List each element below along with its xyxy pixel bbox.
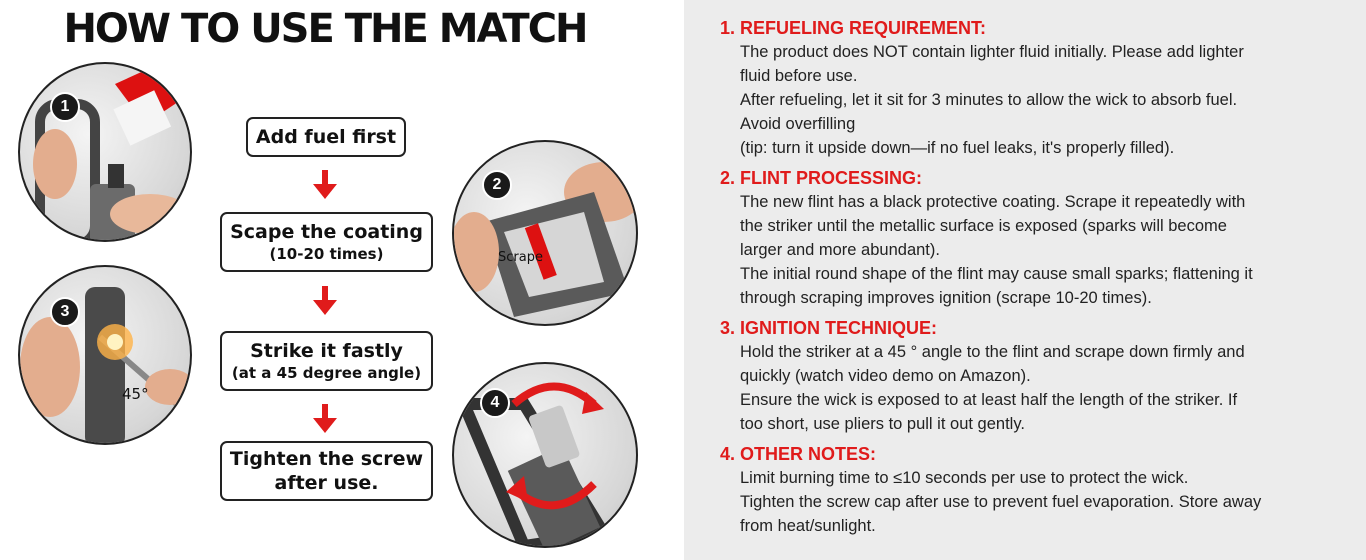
instructions-panel: HOW TO USE THE MATCH 1 2 Scrape bbox=[18, 6, 638, 548]
step-number-badge: 4 bbox=[480, 388, 510, 418]
note-line: through scraping improves ignition (scra… bbox=[740, 289, 1152, 307]
step-box-strike: Strike it fastly (at a 45 degree angle) bbox=[220, 331, 433, 391]
note-section-ignition: 3. IGNITION TECHNIQUE: Hold the striker … bbox=[720, 316, 1350, 436]
arrow-down-icon bbox=[313, 286, 337, 315]
scrape-label: Scrape bbox=[498, 250, 543, 265]
note-title: 4. OTHER NOTES: bbox=[720, 444, 877, 464]
note-line: Tighten the screw cap after use to preve… bbox=[740, 493, 1262, 511]
note-title: 3. IGNITION TECHNIQUE: bbox=[720, 318, 938, 338]
step-box-scrape: Scape the coating (10-20 times) bbox=[220, 212, 433, 272]
note-line: Ensure the wick is exposed to at least h… bbox=[740, 391, 1238, 409]
note-line: fluid before use. bbox=[740, 67, 858, 85]
note-section-other: 4. OTHER NOTES: Limit burning time to ≤1… bbox=[720, 442, 1350, 538]
note-section-flint: 2. FLINT PROCESSING: The new flint has a… bbox=[720, 166, 1350, 310]
note-line: quickly (watch video demo on Amazon). bbox=[740, 367, 1031, 385]
step-number-badge: 1 bbox=[50, 92, 80, 122]
lighter-screw-icon bbox=[454, 382, 614, 546]
lighter-scrape-icon bbox=[454, 162, 636, 317]
arrow-down-icon bbox=[313, 170, 337, 199]
photo-step-4: 4 bbox=[452, 362, 638, 548]
photo-step-3: 3 45° bbox=[18, 265, 192, 445]
note-line: Avoid overfilling bbox=[740, 115, 856, 133]
note-line: from heat/sunlight. bbox=[740, 517, 876, 535]
step-main-text: Strike it fastly bbox=[250, 340, 403, 362]
note-line: Hold the striker at a 45 ° angle to the … bbox=[740, 343, 1245, 361]
note-line: The initial round shape of the flint may… bbox=[740, 265, 1253, 283]
note-line: (tip: turn it upside down—if no fuel lea… bbox=[740, 139, 1175, 157]
note-title: 2. FLINT PROCESSING: bbox=[720, 168, 923, 188]
note-line: too short, use pliers to pull it out gen… bbox=[740, 415, 1025, 433]
arrow-down-icon bbox=[313, 404, 337, 433]
step-main-text: Tighten the screw bbox=[229, 448, 424, 470]
note-line: The new flint has a black protective coa… bbox=[740, 193, 1246, 211]
step-box-add-fuel: Add fuel first bbox=[246, 117, 406, 157]
step-number-badge: 3 bbox=[50, 297, 80, 327]
step-box-tighten: Tighten the screw after use. bbox=[220, 441, 433, 501]
step-sub-text: (10-20 times) bbox=[269, 245, 384, 263]
photo-step-2: 2 Scrape bbox=[452, 140, 638, 326]
angle-label: 45° bbox=[122, 385, 149, 403]
step-main-text: Scape the coating bbox=[230, 221, 423, 243]
step-number-badge: 2 bbox=[482, 170, 512, 200]
note-line: Limit burning time to ≤10 seconds per us… bbox=[740, 469, 1189, 487]
step-sub-text: (at a 45 degree angle) bbox=[231, 364, 422, 382]
step-main-text: Add fuel first bbox=[255, 126, 397, 148]
notes-list: 1. REFUELING REQUIREMENT: The product do… bbox=[720, 16, 1350, 540]
note-line: the striker until the metallic surface i… bbox=[740, 217, 1227, 235]
note-line: The product does NOT contain lighter flu… bbox=[740, 43, 1244, 61]
note-line: After refueling, let it sit for 3 minute… bbox=[740, 91, 1238, 109]
notes-panel bbox=[684, 0, 1366, 560]
step-sub-text: after use. bbox=[274, 472, 379, 494]
photo-step-1: 1 bbox=[18, 62, 192, 242]
note-section-refueling: 1. REFUELING REQUIREMENT: The product do… bbox=[720, 16, 1350, 160]
lighter-refuel-icon bbox=[33, 64, 190, 240]
note-title: 1. REFUELING REQUIREMENT: bbox=[720, 18, 987, 38]
lighter-spark-icon bbox=[20, 287, 190, 443]
note-line: larger and more abundant). bbox=[740, 241, 940, 259]
page-title: HOW TO USE THE MATCH bbox=[63, 6, 588, 52]
